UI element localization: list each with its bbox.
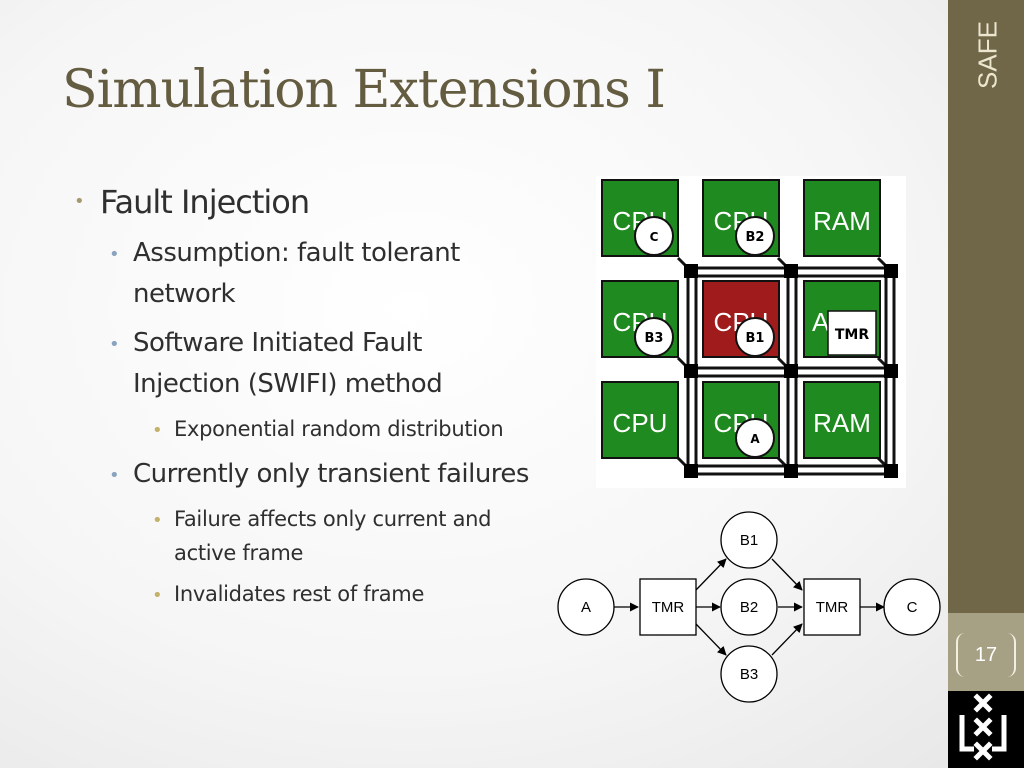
node-tmr-2: [803, 578, 861, 636]
page-number-box: [948, 613, 1024, 691]
grid-tile-label: CPU: [613, 408, 668, 438]
bullet-invalidates: • Invalidates rest of frame: [152, 582, 425, 606]
block-badge-label: A: [750, 432, 760, 446]
bullet-assumption-cont: network: [133, 279, 236, 309]
bullet-exponential: • Exponential random distribution: [152, 417, 504, 441]
node-b1-label: B1: [740, 532, 758, 549]
node-tmr-1: [639, 578, 697, 636]
university-logo: [948, 691, 1024, 768]
block-badge-label: B3: [645, 331, 664, 346]
bullet-transient: • Currently only transient failures: [109, 459, 529, 489]
node-c: [883, 578, 941, 636]
tmr-badge-label: TMR: [835, 327, 869, 343]
node-c-label: C: [907, 599, 918, 616]
node-a-label: A: [581, 599, 591, 616]
grid-tile: [803, 381, 881, 459]
block-badge-label: C: [650, 230, 659, 244]
block-badge: [735, 317, 775, 357]
block-badge: [735, 216, 775, 256]
grid-tile-label: RAM: [813, 206, 871, 236]
node-b1: [720, 511, 778, 569]
node-b2-label: B2: [740, 599, 758, 616]
node-b2: [720, 578, 778, 636]
grid-tile: [803, 179, 881, 257]
tmr-flow-diagram: A TMR B1 B2 B3 TMR C: [557, 511, 941, 703]
grid-tile-label: RAM: [813, 408, 871, 438]
node-tmr-1-label: TMR: [652, 599, 685, 616]
node-b3: [720, 645, 778, 703]
block-badge: [634, 317, 674, 357]
slide-title: Simulation Extensions I: [62, 60, 666, 120]
block-badge-label: B1: [746, 331, 765, 346]
page-number: 17: [956, 633, 1016, 677]
bullet-failure-affects-cont: active frame: [174, 541, 304, 565]
bullet-swifi: • Software Initiated Fault: [109, 328, 422, 358]
bullet-fault-injection: • Fault Injection: [74, 183, 310, 221]
bullet-swifi-cont: Injection (SWIFI) method: [133, 369, 443, 399]
node-a: [557, 578, 615, 636]
block-badge: [634, 216, 674, 256]
side-label: SAFE: [972, 21, 1003, 89]
tmr-badge: [827, 310, 877, 356]
grid-tile-label: A: [812, 307, 830, 337]
block-badge-label: B2: [746, 230, 765, 245]
bullet-assumption: • Assumption: fault tolerant: [109, 238, 460, 268]
bullet-failure-affects: • Failure affects only current and: [152, 507, 492, 531]
node-b3-label: B3: [740, 666, 758, 683]
node-tmr-2-label: TMR: [816, 599, 849, 616]
grid-tile: [601, 381, 679, 459]
block-badge: [735, 418, 775, 458]
